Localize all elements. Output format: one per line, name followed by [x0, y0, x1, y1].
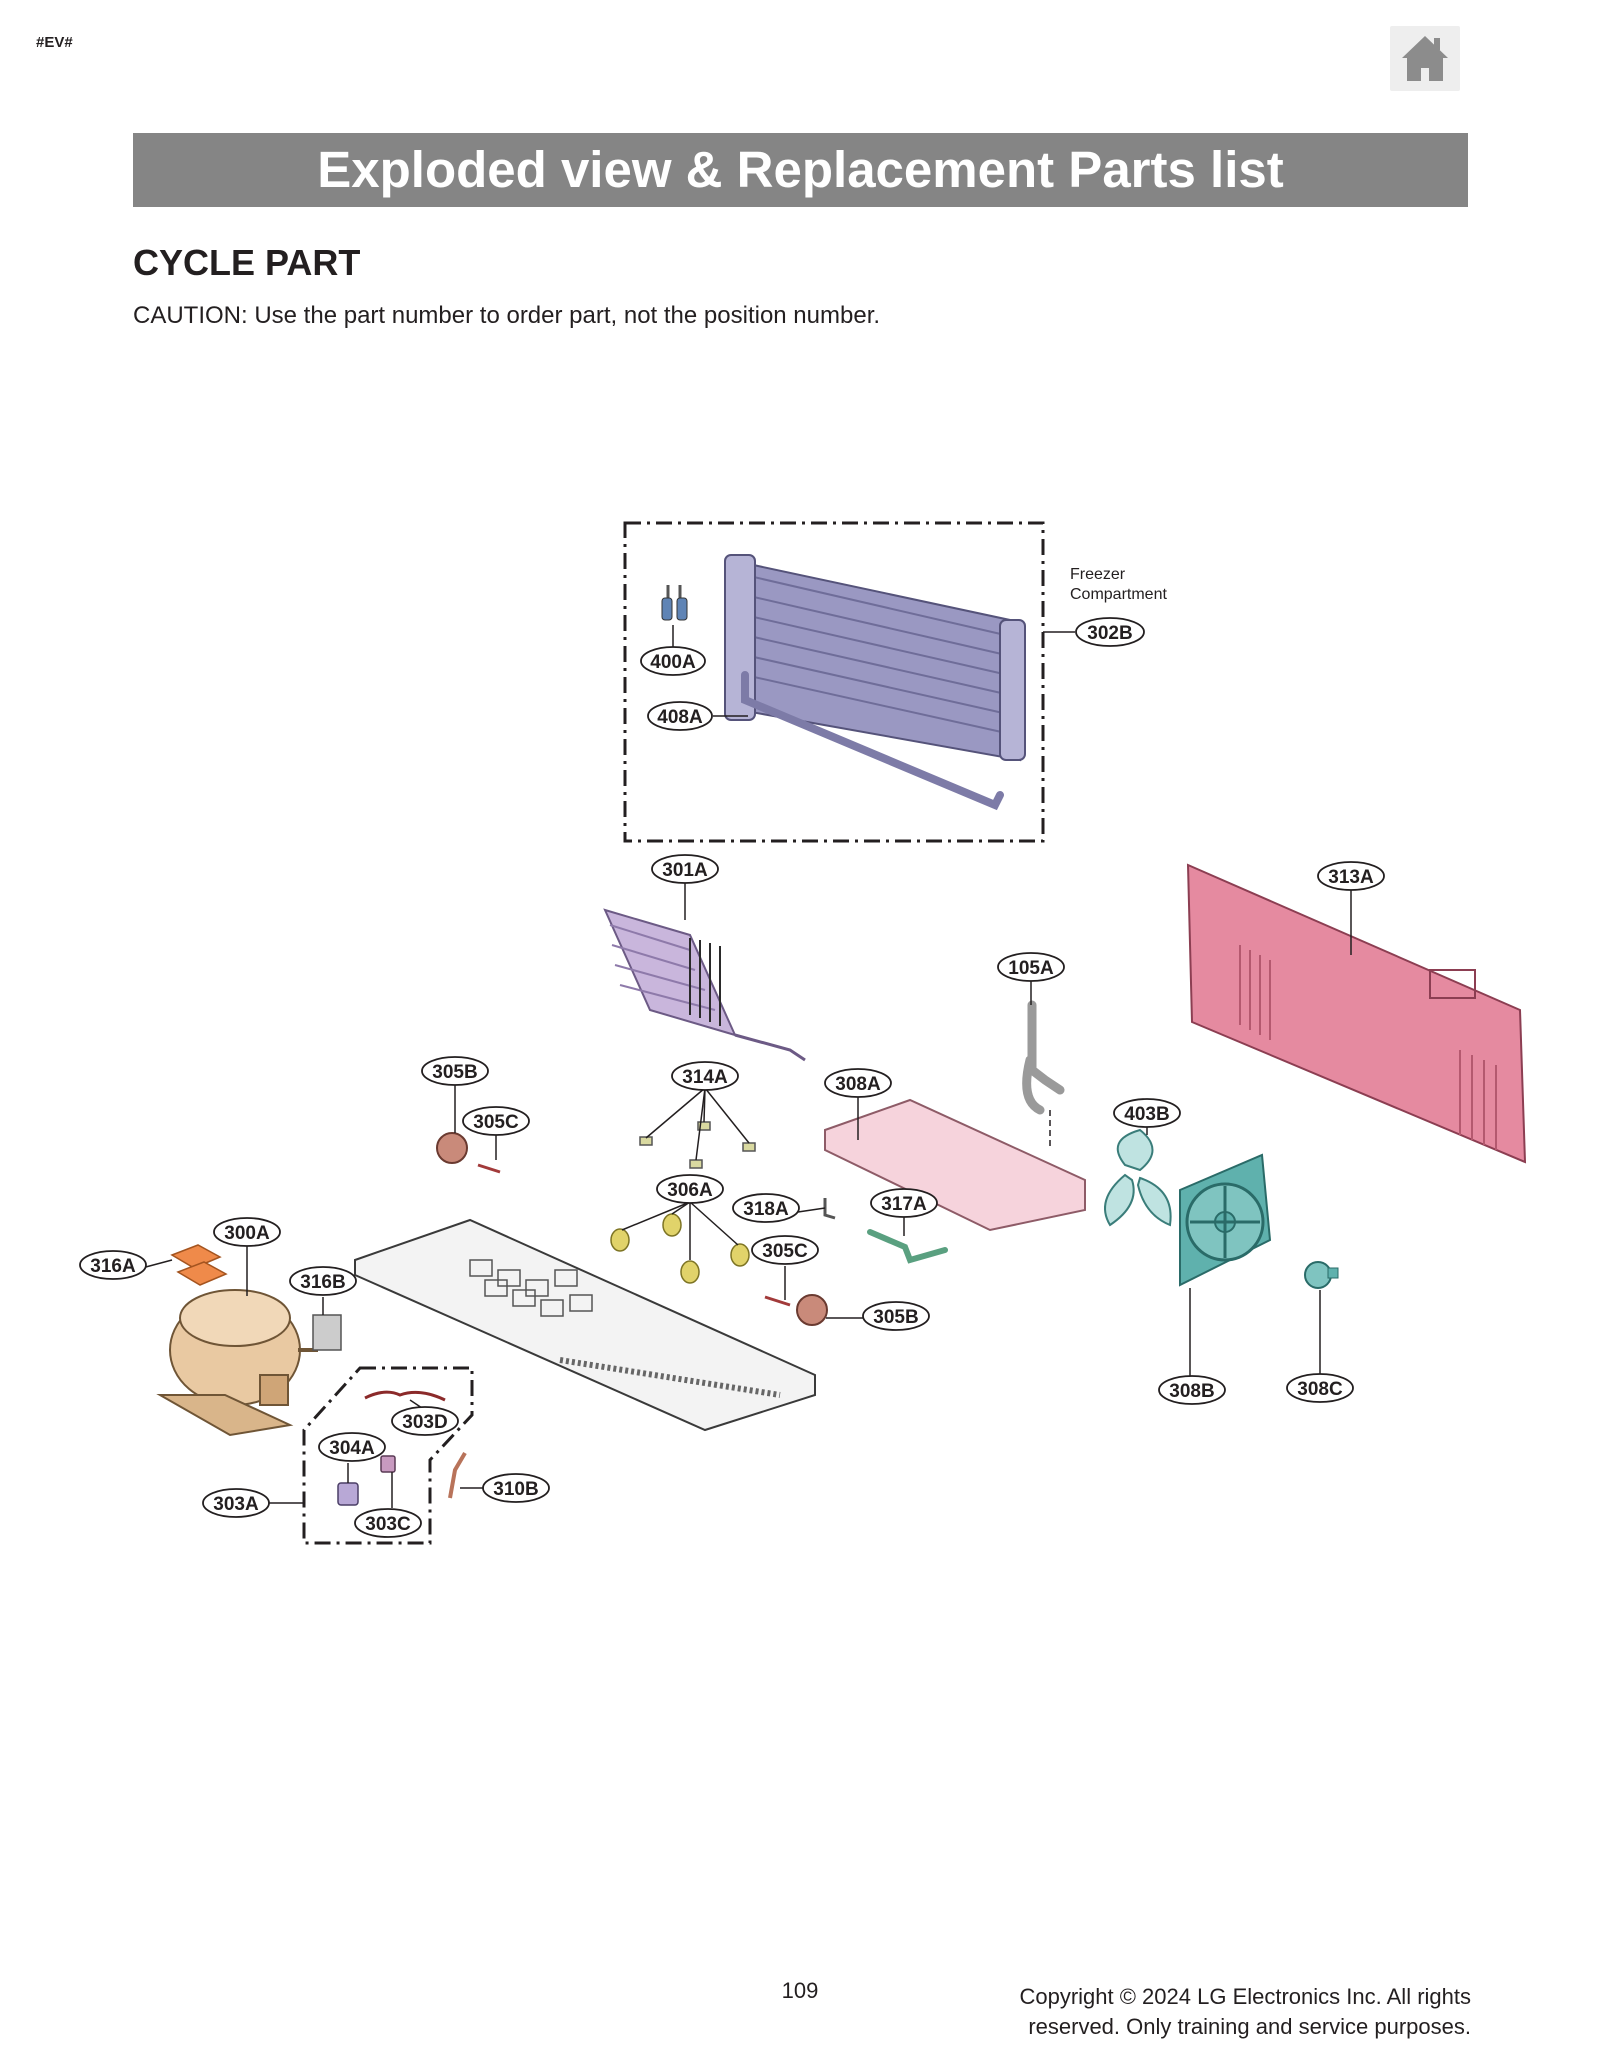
callout-300a: 300A — [224, 1223, 270, 1244]
copyright-notice: Copyright © 2024 LG Electronics Inc. All… — [1019, 1984, 1471, 2039]
callout-labels: 400A 408A 302B 301A 313A 105A 305B 305C … — [90, 623, 1374, 1535]
electrical-group-box — [302, 1366, 474, 1545]
home-icon — [1402, 36, 1448, 81]
callout-308b: 308B — [1169, 1381, 1214, 1402]
callout-305b-lower: 305B — [873, 1307, 918, 1328]
callout-303c: 303C — [365, 1514, 411, 1535]
callout-316a: 316A — [90, 1256, 136, 1277]
caution-note: CAUTION: Use the part number to order pa… — [133, 302, 881, 329]
callout-318a: 318A — [743, 1199, 789, 1220]
fan-motor-part — [1304, 1261, 1339, 1289]
relay-304a-part — [337, 1482, 359, 1506]
freezer-compartment-box — [623, 521, 1045, 843]
leader-lines — [141, 625, 1352, 1508]
callout-305c-upper: 305C — [473, 1112, 519, 1133]
grommet-306a-part — [610, 1213, 750, 1284]
callout-ovals — [79, 617, 1385, 1538]
callout-306a: 306A — [667, 1180, 713, 1201]
callout-316b: 316B — [300, 1272, 345, 1293]
freezer-compartment-label: Freezer Compartment — [1070, 566, 1167, 603]
plate-316b-part — [312, 1314, 342, 1351]
callout-314a: 314A — [682, 1067, 728, 1088]
section-title: CYCLE PART — [133, 242, 361, 283]
pin-305c-upper-part — [477, 1163, 501, 1174]
pipe-310b-part — [448, 1451, 467, 1499]
fan-housing-part — [1179, 1153, 1272, 1287]
fan-blade-part — [1104, 1128, 1172, 1227]
clamp-318a-part — [823, 1198, 836, 1220]
callout-105a: 105A — [1008, 958, 1054, 979]
callout-317a: 317A — [881, 1194, 927, 1215]
callout-304a: 304A — [329, 1438, 375, 1459]
pin-305c-lower-part — [764, 1295, 791, 1307]
home-button[interactable] — [1390, 26, 1460, 91]
drain-hose-part — [1022, 1000, 1065, 1115]
callout-303d: 303D — [402, 1412, 447, 1433]
callout-305c-lower: 305C — [762, 1241, 808, 1262]
callout-302b: 302B — [1087, 623, 1132, 644]
drier-317a-part — [867, 1229, 948, 1264]
harness-303d-part — [364, 1390, 446, 1402]
page-banner: Exploded view & Replacement Parts list — [133, 133, 1468, 207]
cap-303c-part — [380, 1455, 396, 1473]
document-tag: #EV# — [36, 34, 73, 51]
page-number: 109 — [781, 1978, 819, 2003]
callout-408a: 408A — [657, 707, 703, 728]
callout-313a: 313A — [1328, 867, 1374, 888]
drain-pan-part — [824, 1098, 1086, 1232]
pad-316a-part — [170, 1244, 228, 1286]
callout-400a: 400A — [650, 652, 696, 673]
condenser-part — [603, 908, 806, 1062]
callout-403b: 403B — [1124, 1104, 1169, 1125]
back-cover-part — [1186, 863, 1527, 1164]
damper-305b-upper-part — [436, 1132, 468, 1164]
defrost-heater-part — [741, 671, 1004, 811]
callout-305b-upper: 305B — [432, 1062, 477, 1083]
callout-310b: 310B — [493, 1479, 538, 1500]
damper-305b-lower-part — [796, 1294, 828, 1326]
compressor-part — [156, 1289, 318, 1437]
base-plate-part — [354, 1218, 816, 1432]
evaporator-part — [724, 554, 1026, 762]
callout-308a: 308A — [835, 1074, 881, 1095]
callout-308c: 308C — [1297, 1379, 1343, 1400]
sensor-400a-part — [661, 585, 688, 621]
callout-301a: 301A — [662, 860, 708, 881]
callout-303a: 303A — [213, 1494, 259, 1515]
